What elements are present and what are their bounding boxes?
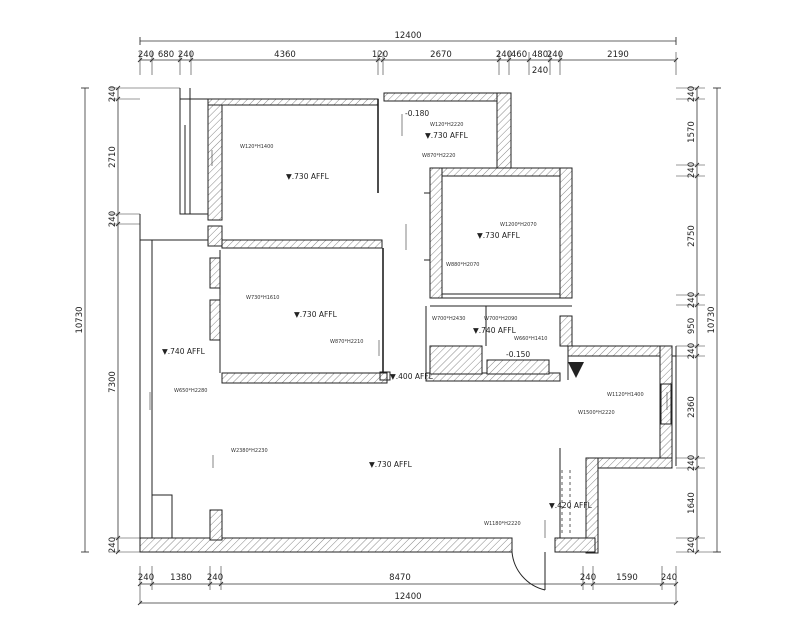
bottom-dim-7: 240 <box>661 573 677 583</box>
left-dim-5: 240 <box>108 537 118 553</box>
right-dim-4: 2750 <box>687 225 697 247</box>
left-dim-2: 2710 <box>108 146 118 168</box>
level-entrance: ▼.420 AFFL <box>549 501 593 510</box>
level-corridor: ▼.400 AFFL <box>390 372 434 381</box>
level-bedroom-2: ▼.730 AFFL <box>294 310 338 319</box>
top-dim-5: 120 <box>372 50 388 60</box>
top-dim-8: 460 <box>511 50 527 60</box>
right-dim-1: 240 <box>687 86 697 102</box>
door-labels: W120*H2220 W870*H2220 W1200*H2070 W880*H… <box>174 122 644 527</box>
left-dim-1: 240 <box>108 86 118 102</box>
top-dim-2: 680 <box>158 50 174 60</box>
top-dim-3: 240 <box>178 50 194 60</box>
bottom-dim-4: 8470 <box>389 573 411 583</box>
right-dim-11: 240 <box>687 537 697 553</box>
door-label-13: W1500*H2220 <box>578 410 615 416</box>
level-top-step: -0.180 <box>405 109 429 118</box>
right-dim-3: 240 <box>687 162 697 178</box>
bottom-dim-3: 240 <box>207 573 223 583</box>
walls <box>139 92 673 554</box>
level-balcony: ▼.740 AFFL <box>162 347 206 356</box>
level-living: ▼.730 AFFL <box>369 460 413 469</box>
right-dim-10: 1640 <box>687 492 697 514</box>
door-label-8: W700*H2090 <box>484 316 517 322</box>
door-label-3: W1200*H2070 <box>500 222 537 228</box>
door-label-1: W120*H2220 <box>430 122 463 128</box>
top-dimensions: 12400 <box>137 31 679 76</box>
top-dim-11: 2190 <box>607 50 629 60</box>
left-dim-3: 240 <box>108 211 118 227</box>
left-total-dimension: 10730 <box>75 306 85 333</box>
top-total-dimension: 12400 <box>394 31 421 41</box>
right-dim-8: 2360 <box>687 396 697 418</box>
bottom-dim-6: 1590 <box>616 573 638 583</box>
right-dimensions: 240 1570 240 2750 240 950 240 2360 240 1… <box>676 85 721 555</box>
level-markers: ▼.730 AFFL ▼.730 AFFL ▼.730 AFFL ▼.730 A… <box>162 109 593 510</box>
level-bedroom-3: ▼.730 AFFL <box>477 231 521 240</box>
level-hall: ▼.730 AFFL <box>425 131 469 140</box>
door-label-6: W870*H2210 <box>330 339 363 345</box>
right-dim-5: 240 <box>687 292 697 308</box>
top-dim-4: 4360 <box>274 50 296 60</box>
door-label-11: W2380*H2230 <box>231 448 268 454</box>
door-label-2: W870*H2220 <box>422 153 455 159</box>
right-dim-6: 950 <box>687 318 697 334</box>
bottom-dim-1: 240 <box>138 573 154 583</box>
left-dimensions: 10730 240 2710 240 7300 240 <box>75 85 180 555</box>
bottom-dim-5: 240 <box>580 573 596 583</box>
door-label-9: W660*H1410 <box>514 336 547 342</box>
bottom-dim-2: 1380 <box>170 573 192 583</box>
top-dim-1: 240 <box>138 50 154 60</box>
outlines <box>139 88 677 591</box>
door-label-4: W880*H2070 <box>446 262 479 268</box>
door-label-15: W120*H1400 <box>240 144 273 150</box>
door-label-10: W650*H2280 <box>174 388 207 394</box>
top-sub-dim: 240 <box>532 66 548 76</box>
top-dim-7: 240 <box>496 50 512 60</box>
level-bedroom-1: ▼.730 AFFL <box>286 172 330 181</box>
door-label-5: W730*H1610 <box>246 295 279 301</box>
door-label-14: W1180*H2220 <box>484 521 521 527</box>
leader-lines <box>149 114 668 538</box>
door-label-12: W1120*H1400 <box>607 392 644 398</box>
top-dim-10: 240 <box>547 50 563 60</box>
right-dim-7: 240 <box>687 343 697 359</box>
level-bath: ▼.740 AFFL <box>473 326 517 335</box>
left-dim-4: 7300 <box>108 371 118 393</box>
door-label-7: W700*H2430 <box>432 316 465 322</box>
top-dim-6: 2670 <box>430 50 452 60</box>
level-bath-step: -0.150 <box>506 350 530 359</box>
right-dim-2: 1570 <box>687 121 697 143</box>
bottom-total-dimension: 12400 <box>394 592 421 602</box>
top-dim-9: 480 <box>532 50 548 60</box>
right-dim-9: 240 <box>687 455 697 471</box>
bottom-dimensions: 240 1380 240 8470 240 1590 240 12400 <box>137 566 679 606</box>
right-total-dimension: 10730 <box>707 306 717 333</box>
